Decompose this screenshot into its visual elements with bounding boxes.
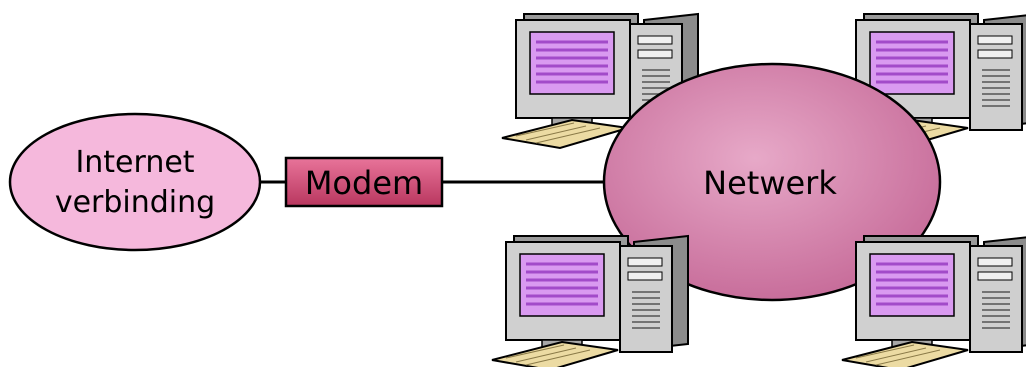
modem-label: Modem (305, 164, 423, 202)
internet-label-line1: Internet (75, 145, 194, 180)
computer-icon-bottom-right (840, 234, 1026, 367)
modem-box (284, 156, 444, 208)
internet-connection-node (8, 112, 262, 252)
computer-icon-bottom-left (490, 234, 690, 367)
network-label: Netwerk (703, 164, 837, 202)
internet-label-line2: verbinding (55, 185, 215, 220)
